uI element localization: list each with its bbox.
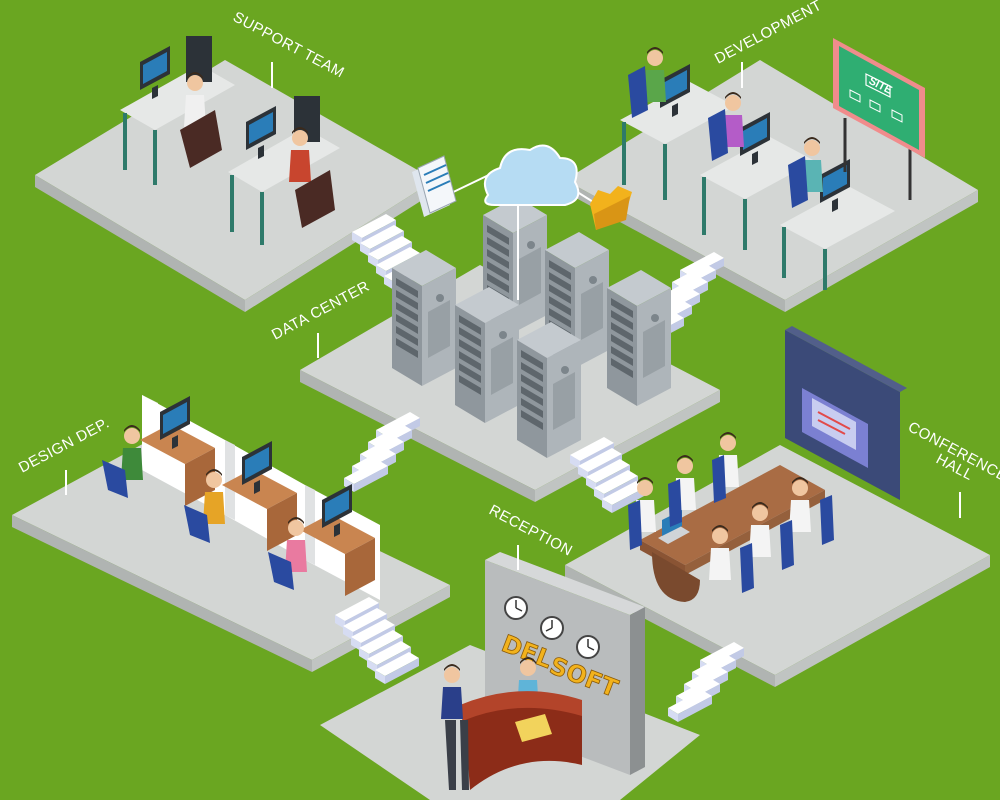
- wall-clock: [540, 616, 564, 640]
- developer-person: [644, 47, 666, 102]
- office-chair: [628, 66, 648, 118]
- support-team-floor: [35, 60, 435, 312]
- data-center-area: [392, 144, 671, 458]
- office-chair: [788, 156, 808, 208]
- support-team-label: SUPPORT TEAM: [230, 9, 347, 82]
- label-conference-hall: CONFERENCE HALL: [905, 419, 1000, 518]
- development-label: DEVELOPMENT: [712, 0, 825, 68]
- reception-desk: [460, 691, 582, 790]
- office-chair: [708, 109, 728, 161]
- design-dep-area: [102, 395, 380, 600]
- stairs-conference-to-reception: [668, 642, 744, 722]
- folder-icon: [590, 186, 632, 230]
- office-chair: [102, 460, 128, 498]
- reception-label: RECEPTION: [486, 502, 575, 560]
- site-map-board: SITE: [833, 38, 925, 200]
- server-rack: [517, 322, 581, 458]
- dev-desk: [780, 187, 895, 290]
- data-center-label: DATA CENTER: [269, 278, 373, 344]
- cloud-icon: [484, 144, 580, 206]
- development-area: SITE: [620, 38, 925, 290]
- document-stack-icon: [412, 155, 457, 217]
- wall-clock: [504, 596, 528, 620]
- server-rack: [455, 287, 519, 423]
- support-team-area: [120, 36, 340, 245]
- wall-clock: [576, 635, 600, 659]
- design-dep-label: DESIGN DEP.: [16, 414, 113, 476]
- conference-hall-area: [628, 326, 907, 602]
- office-chair: [295, 170, 335, 228]
- stairs-datacenter-to-design: [344, 412, 420, 492]
- dev-desk: [700, 137, 815, 250]
- presentation-screen: [785, 326, 907, 500]
- office-chair: [184, 505, 210, 543]
- server-rack: [607, 270, 671, 406]
- visitor-person: [441, 664, 469, 790]
- office-chair: [268, 552, 294, 590]
- server-rack: [392, 250, 456, 386]
- office-chair: [180, 110, 222, 168]
- reception-area: DEL SOFT: [441, 552, 645, 790]
- support-desk: [228, 128, 340, 245]
